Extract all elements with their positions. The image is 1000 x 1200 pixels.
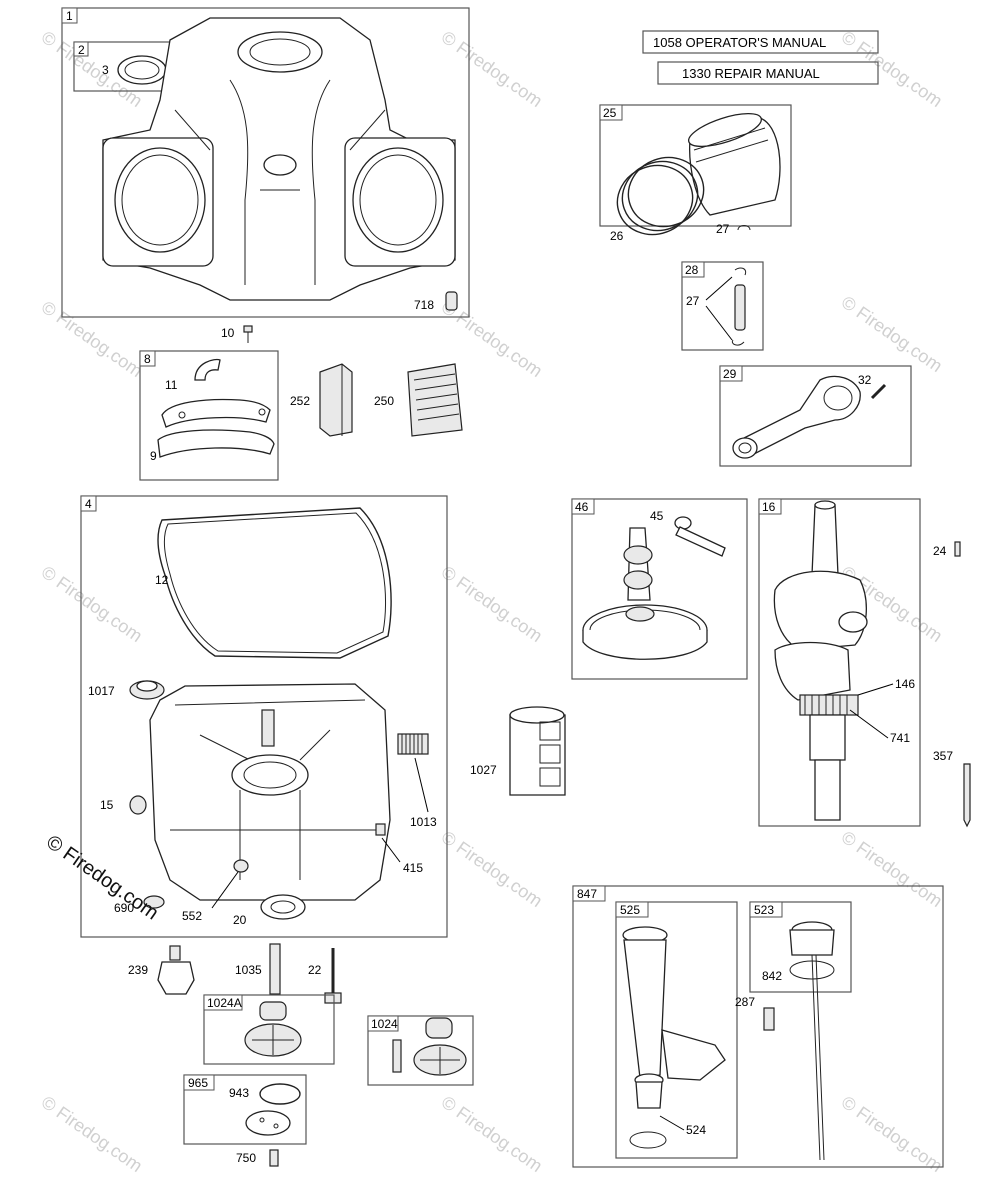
group-label: 25 bbox=[603, 106, 617, 120]
part-label: 252 bbox=[290, 394, 310, 408]
part-label: 3 bbox=[102, 63, 109, 77]
part-label: 1017 bbox=[88, 684, 115, 698]
group-1024-oil-pump[interactable]: 1024 bbox=[367, 1015, 474, 1086]
part-label: 690 bbox=[114, 901, 134, 915]
group-29-connecting-rod[interactable]: 29 32 bbox=[719, 365, 912, 467]
group-1024A-oil-pump[interactable]: 1024A bbox=[203, 994, 335, 1065]
part-label: 287 bbox=[735, 995, 755, 1009]
part-1027-oil-filter[interactable]: 1027 bbox=[470, 706, 566, 796]
fitting bbox=[375, 823, 386, 836]
group-label: 46 bbox=[575, 500, 589, 514]
part-label: 415 bbox=[403, 861, 423, 875]
part-label: 32 bbox=[858, 373, 872, 387]
part-label: 250 bbox=[374, 394, 394, 408]
manual-repair[interactable]: 1330 REPAIR MANUAL bbox=[657, 61, 879, 85]
part-label: 22 bbox=[308, 963, 322, 977]
group-label: 1024 bbox=[371, 1017, 398, 1031]
part-label: 357 bbox=[933, 749, 953, 763]
part-label: 11 bbox=[165, 378, 178, 392]
part-label: 750 bbox=[236, 1151, 256, 1165]
watermark: © Firedog.com bbox=[438, 827, 546, 911]
part-1035-shaft[interactable]: 1035 bbox=[235, 943, 281, 995]
group-847-dipstick[interactable]: 847 525 524 523 842 287 bbox=[572, 885, 944, 1168]
group-label: 4 bbox=[85, 497, 92, 511]
watermark: © Firedog.com bbox=[38, 297, 146, 381]
part-22-bolt[interactable]: 22 bbox=[308, 948, 342, 1004]
group-25-piston[interactable]: 25 26 27 bbox=[599, 104, 792, 245]
group-16-crankshaft[interactable]: 16 146 741 bbox=[758, 498, 921, 827]
part-label: 27 bbox=[716, 222, 730, 236]
dipstick-cap bbox=[789, 929, 835, 956]
manual-operators[interactable]: 1058 OPERATOR'S MANUAL bbox=[642, 30, 879, 54]
part-label: 45 bbox=[650, 509, 664, 523]
part-24-key[interactable]: 24 bbox=[933, 541, 961, 558]
part-label: 27 bbox=[686, 294, 700, 308]
part-label: 1013 bbox=[410, 815, 437, 829]
watermark: © Firedog.com bbox=[838, 1092, 946, 1176]
sump-plug bbox=[129, 795, 147, 815]
part-label: 552 bbox=[182, 909, 202, 923]
part-252-filter-element[interactable]: 252 bbox=[290, 363, 353, 437]
part-label: 842 bbox=[762, 969, 782, 983]
part-label: 20 bbox=[233, 913, 247, 927]
part-label: 15 bbox=[100, 798, 114, 812]
dipstick-tube bbox=[623, 939, 667, 1079]
watermark: © Firedog.com bbox=[838, 827, 946, 911]
part-750-screw[interactable]: 750 bbox=[236, 1149, 279, 1167]
group-label: 2 bbox=[78, 43, 85, 57]
breather-cover bbox=[161, 398, 271, 428]
crank-gear bbox=[799, 694, 859, 716]
breather-tube bbox=[194, 358, 221, 381]
group-label: 965 bbox=[188, 1076, 208, 1090]
part-label: 524 bbox=[686, 1123, 706, 1137]
manual-label: 1058 OPERATOR'S MANUAL bbox=[653, 35, 826, 50]
group-label: 28 bbox=[685, 263, 699, 277]
breather-gasket bbox=[157, 429, 275, 458]
group-label: 525 bbox=[620, 903, 640, 917]
plug-552 bbox=[233, 859, 249, 873]
dowel-pin bbox=[445, 291, 458, 311]
group-46-camshaft[interactable]: 46 45 bbox=[571, 498, 748, 680]
part-label: 24 bbox=[933, 544, 947, 558]
group-label: 523 bbox=[754, 903, 774, 917]
watermark: © Firedog.com bbox=[38, 562, 146, 646]
oil-seal bbox=[260, 894, 306, 920]
watermark: © Firedog.com bbox=[838, 292, 946, 376]
part-250-filter-screen[interactable]: 250 bbox=[374, 363, 463, 437]
group-label: 847 bbox=[577, 887, 597, 901]
part-label: 26 bbox=[610, 229, 624, 243]
part-label: 1027 bbox=[470, 763, 497, 777]
part-label: 9 bbox=[150, 449, 157, 463]
group-label: 29 bbox=[723, 367, 737, 381]
part-label: 943 bbox=[229, 1086, 249, 1100]
manual-label: 1330 REPAIR MANUAL bbox=[682, 66, 820, 81]
part-label: 146 bbox=[895, 677, 915, 691]
copyright-watermark: © Firedog.com bbox=[42, 831, 162, 924]
part-10-screw[interactable]: 10 bbox=[221, 325, 253, 343]
group-965-pump-cover[interactable]: 965 943 bbox=[183, 1074, 307, 1145]
group-label: 16 bbox=[762, 500, 776, 514]
group-label: 8 bbox=[144, 352, 151, 366]
group-1-cylinder[interactable]: 1 2 3 718 bbox=[61, 7, 470, 318]
group-label: 1 bbox=[66, 9, 73, 23]
watermark: © Firedog.com bbox=[438, 27, 546, 111]
group-4-sump[interactable]: 4 12 1017 15 1013 415 552 20 bbox=[80, 495, 448, 938]
group-28-piston-pin[interactable]: 28 27 bbox=[681, 261, 764, 351]
part-label: 718 bbox=[414, 298, 434, 312]
part-357-pin[interactable]: 357 bbox=[933, 749, 971, 828]
watermark: © Firedog.com bbox=[838, 27, 946, 111]
part-label: 12 bbox=[155, 573, 169, 587]
part-label: 741 bbox=[890, 731, 910, 745]
group-label: 1024A bbox=[207, 996, 242, 1010]
part-label: 1035 bbox=[235, 963, 262, 977]
watermark: © Firedog.com bbox=[438, 1092, 546, 1176]
part-239-sensor[interactable]: 239 bbox=[128, 945, 195, 995]
sump-gasket bbox=[157, 507, 392, 659]
watermark: © Firedog.com bbox=[438, 562, 546, 646]
part-label: 10 bbox=[221, 326, 235, 340]
group-8-breather[interactable]: 8 11 9 bbox=[139, 350, 279, 481]
part-label: 239 bbox=[128, 963, 148, 977]
watermark: © Firedog.com bbox=[38, 1092, 146, 1176]
